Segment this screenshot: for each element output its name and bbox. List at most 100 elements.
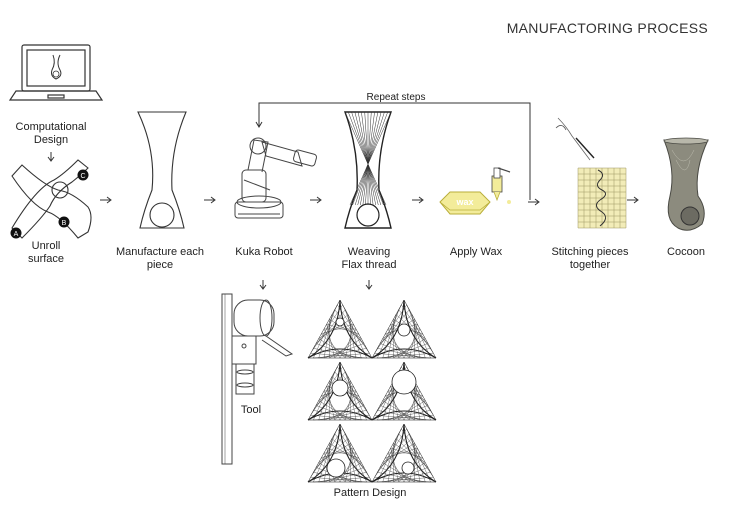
weaving-frame-drawing — [343, 111, 393, 229]
pattern-design-label: Pattern Design — [320, 487, 420, 500]
pattern-thread — [307, 361, 341, 421]
stitching-drawing — [555, 117, 627, 229]
pattern-thread — [310, 428, 343, 478]
marker-a — [10, 227, 22, 239]
weave-thread — [362, 111, 375, 206]
pattern-thread — [406, 428, 431, 483]
pattern-thread — [377, 410, 426, 421]
kuka-robot-drawing — [234, 137, 318, 219]
pattern-thread — [345, 309, 362, 359]
pattern-hole — [401, 461, 415, 475]
weave-thread — [354, 111, 385, 206]
pattern-thread — [374, 428, 407, 478]
pattern-hole — [335, 317, 345, 327]
weave-thread — [365, 111, 372, 206]
pattern-thread — [374, 352, 431, 359]
unroll-surface-label: Unroll surface — [16, 240, 76, 266]
pattern-thread — [371, 423, 405, 483]
weave-thread — [352, 111, 388, 206]
cocoon-label: Cocoon — [656, 246, 716, 259]
pattern-thread — [310, 366, 343, 416]
pattern-triangle — [371, 299, 437, 359]
apply-wax-label: Apply Wax — [436, 246, 516, 259]
arrow-down-icon — [259, 280, 373, 290]
arrow-down-icon — [47, 152, 55, 162]
pattern-thread — [307, 299, 341, 359]
label-line: Stitching pieces — [551, 246, 629, 258]
tool-label: Tool — [226, 404, 276, 417]
label-line: Pattern Design — [333, 487, 407, 499]
pattern-thread — [313, 371, 346, 411]
weave-thread — [357, 111, 382, 206]
pattern-hole — [391, 369, 417, 395]
pattern-thread — [310, 476, 367, 483]
pattern-thread — [374, 304, 407, 354]
label-line: Weaving — [347, 246, 391, 258]
cocoon-drawing — [663, 137, 709, 231]
pattern-thread — [339, 299, 373, 359]
pattern-triangle — [307, 361, 373, 421]
pattern-thread — [339, 423, 373, 483]
pattern-thread — [374, 476, 431, 483]
manufacture-label: Manufacture each piece — [110, 246, 210, 272]
weave-thread — [349, 111, 392, 206]
pattern-thread — [403, 423, 437, 483]
weave-thread — [354, 111, 379, 206]
pattern-triangle — [371, 423, 437, 483]
pattern-outline — [307, 361, 373, 421]
repeat-steps-loop — [255, 102, 531, 200]
kuka-robot-label: Kuka Robot — [224, 246, 304, 259]
weave-thread — [357, 111, 376, 206]
pattern-thread — [377, 348, 426, 359]
marker-a-label: A — [14, 231, 19, 238]
weave-thread — [351, 111, 382, 206]
pattern-thread — [377, 309, 410, 349]
label-line: surface — [27, 253, 65, 265]
weave-thread — [361, 111, 374, 206]
repeat-steps-label: Repeat steps — [367, 92, 426, 103]
label-line: Manufacture each — [115, 246, 205, 258]
label-line: Design — [33, 134, 69, 146]
pattern-outline — [307, 299, 373, 359]
brush-icon — [491, 167, 511, 204]
tool-drawing — [221, 293, 294, 465]
weaving-label: Weaving Flax thread — [324, 246, 414, 272]
pattern-thread — [409, 433, 426, 483]
wax-logo-label: wax — [455, 197, 473, 207]
weave-thread — [344, 111, 387, 206]
pattern-triangle — [371, 361, 437, 421]
label-line: Tool — [240, 404, 262, 416]
weave-thread — [348, 111, 384, 206]
label-line: Computational — [15, 121, 87, 133]
pattern-thread — [313, 309, 346, 349]
pattern-thread — [342, 366, 367, 421]
label-line: Kuka Robot — [235, 246, 293, 258]
label-line: Flax thread — [341, 259, 397, 271]
pattern-thread — [374, 414, 431, 421]
pattern-hole — [397, 323, 411, 337]
wax-block-drawing: wax — [439, 191, 491, 215]
manufactured-piece-drawing — [137, 111, 187, 229]
flow-arrows — [100, 196, 639, 206]
laptop-icon — [8, 44, 104, 101]
pattern-outline — [371, 299, 437, 359]
label-line: Cocoon — [667, 246, 705, 258]
pattern-thread — [313, 410, 362, 421]
pattern-thread — [345, 371, 362, 421]
label-line: Apply Wax — [449, 246, 503, 258]
computational-design-label: Computational Design — [6, 121, 96, 147]
pattern-thread — [339, 361, 373, 421]
stitching-label: Stitching pieces together — [540, 246, 640, 272]
page-title: MANUFACTORING PROCESS — [506, 20, 708, 36]
pattern-design-grid — [307, 299, 437, 483]
pattern-thread — [377, 433, 410, 473]
label-line: together — [569, 259, 611, 271]
weave-thread — [364, 111, 371, 206]
pattern-hole — [326, 458, 346, 478]
pattern-thread — [313, 348, 362, 359]
marker-b-label: B — [62, 220, 67, 227]
pattern-thread — [307, 423, 341, 483]
pattern-outline — [371, 361, 437, 421]
